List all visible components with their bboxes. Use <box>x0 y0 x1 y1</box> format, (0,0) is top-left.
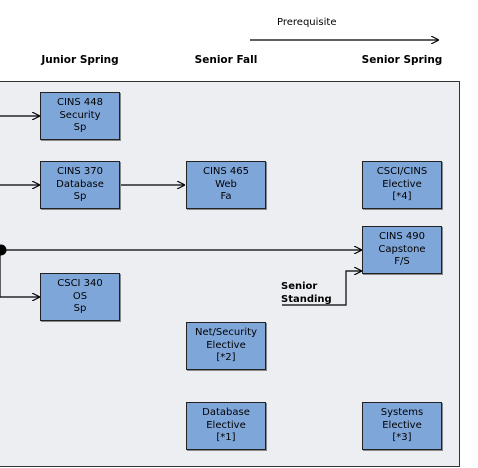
course-title: OS <box>72 290 88 302</box>
course-database-elective: Database Elective [*1] <box>186 402 266 450</box>
column-header-senior-fall: Senior Fall <box>194 54 258 66</box>
course-code: CINS 490 <box>378 231 426 243</box>
senior-standing-line2: Standing <box>281 293 332 305</box>
course-title: Elective <box>206 419 246 431</box>
course-csci340: CSCI 340 OS Sp <box>40 273 120 321</box>
course-code: Net/Security <box>195 327 257 339</box>
column-header-senior-spring: Senior Spring <box>361 54 443 66</box>
course-csci-cins-elective: CSCI/CINS Elective [*4] <box>362 161 442 209</box>
course-code: CINS 370 <box>56 166 104 178</box>
arrow-senior-standing-to-cins490 <box>282 271 361 306</box>
course-code: CINS 465 <box>202 166 250 178</box>
course-title: Security <box>59 109 101 121</box>
course-code: CSCI/CINS <box>376 166 428 178</box>
course-code: CINS 448 <box>56 97 104 109</box>
column-header-junior-spring: Junior Spring <box>41 54 119 66</box>
course-code: Database <box>202 407 250 419</box>
course-systems-elective: Systems Elective [*3] <box>362 402 442 450</box>
course-term: [*4] <box>392 191 412 203</box>
course-term: Sp <box>73 303 87 315</box>
course-cins490: CINS 490 Capstone F/S <box>362 226 442 274</box>
course-term: [*3] <box>392 432 412 444</box>
course-code: CSCI 340 <box>57 278 103 290</box>
course-term: Sp <box>73 191 87 203</box>
course-title: Elective <box>382 178 422 190</box>
course-cins448: CINS 448 Security Sp <box>40 92 120 140</box>
course-net-security-elective: Net/Security Elective [*2] <box>186 322 266 370</box>
course-code: Systems <box>380 407 424 419</box>
course-term: Sp <box>73 122 87 134</box>
senior-standing-label: Senior Standing <box>281 281 332 306</box>
course-title: Elective <box>206 339 246 351</box>
course-title: Web <box>215 178 237 190</box>
course-term: [*2] <box>216 352 236 364</box>
senior-standing-line1: Senior <box>281 281 318 292</box>
course-term: Fa <box>220 191 232 203</box>
course-title: Capstone <box>378 243 426 255</box>
branch-node <box>0 244 7 256</box>
course-cins370: CINS 370 Database Sp <box>40 161 120 209</box>
prerequisite-legend-label: Prerequisite <box>277 17 337 28</box>
arrow-to-csci340 <box>0 250 39 297</box>
course-term: F/S <box>394 256 410 268</box>
course-term: [*1] <box>216 432 236 444</box>
course-cins465: CINS 465 Web Fa <box>186 161 266 209</box>
course-title: Elective <box>382 419 422 431</box>
course-title: Database <box>56 178 104 190</box>
